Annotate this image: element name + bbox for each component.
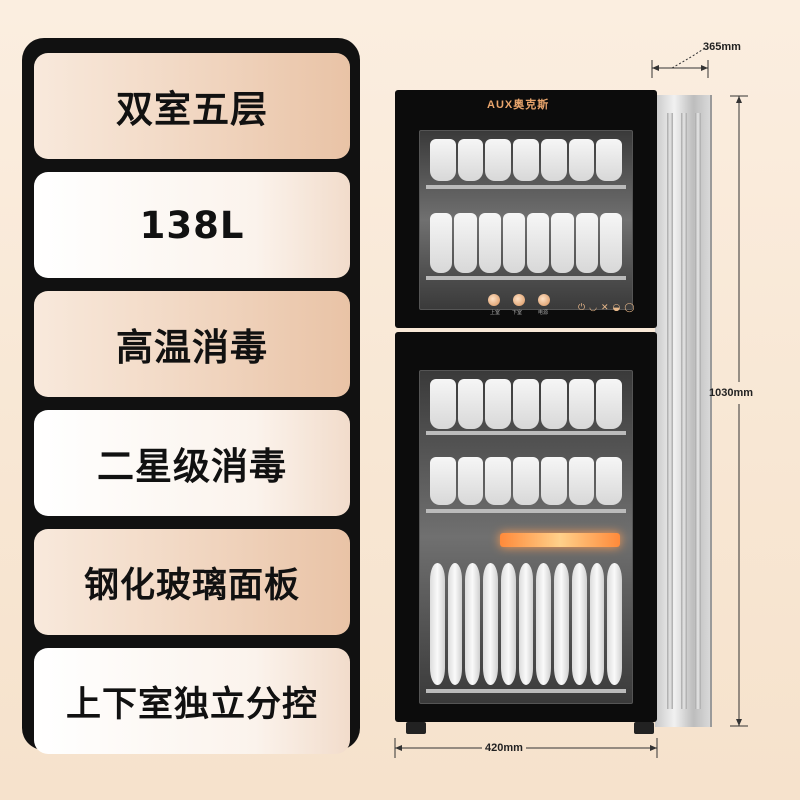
feature-label: 二星级消毒 (97, 445, 287, 488)
feature-label: 高温消毒 (116, 326, 268, 369)
depth-dimension-label: 365mm (703, 41, 741, 53)
feature-card-disinfection-grade: 二星级消毒 (34, 410, 350, 516)
function-icons: ⏻◡✕◒◯ (578, 303, 638, 313)
height-dimension-label: 1030mm (709, 387, 754, 399)
lower-glass-window (419, 370, 633, 704)
cabinet-side-panel (655, 95, 712, 727)
bowl-icon: ◒ (612, 303, 625, 313)
feature-label: 钢化玻璃面板 (83, 565, 300, 606)
feature-card-glass-panel: 钢化玻璃面板 (34, 529, 350, 635)
fork-knife-icon: ✕ (600, 303, 613, 313)
cup-icon: ◡ (589, 303, 601, 313)
feature-card-high-temp: 高温消毒 (34, 291, 350, 397)
feature-label: 双室五层 (116, 88, 268, 131)
feature-card-chambers: 双室五层 (34, 53, 350, 159)
power-knob[interactable] (538, 294, 550, 306)
lower-chamber-knob[interactable] (513, 294, 525, 306)
control-label: 下室 (512, 310, 523, 316)
upper-chamber-knob[interactable] (488, 294, 500, 306)
brand-logo: AUX奥克斯 (487, 99, 550, 111)
width-dimension-label: 420mm (485, 742, 523, 754)
plate-icon: ◯ (624, 303, 639, 313)
feature-label: 上下室独立分控 (65, 684, 318, 725)
feature-card-independent-control: 上下室独立分控 (34, 648, 350, 754)
control-label: 上室 (490, 310, 501, 316)
upper-chamber-door (395, 90, 657, 328)
feature-label: 138L (139, 203, 245, 247)
control-label: 电源 (538, 310, 549, 316)
heating-tube (500, 533, 620, 547)
power-icon: ⏻ (578, 303, 590, 313)
upper-glass-window (419, 130, 633, 310)
lower-chamber-door (395, 332, 657, 722)
feature-card-capacity: 138L (34, 172, 350, 278)
